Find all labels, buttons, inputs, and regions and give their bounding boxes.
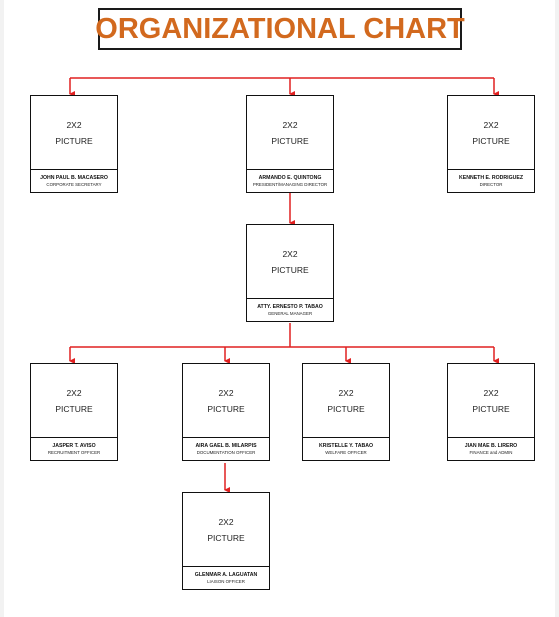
placeholder-label: PICTURE <box>207 404 245 414</box>
card-finance-admin: 2X2 PICTURE JIAN MAE B. LIRERO FINANCE a… <box>447 363 535 461</box>
person-role: FINANCE and ADMIN <box>469 449 513 455</box>
person-role: DIRECTOR <box>479 181 503 187</box>
chart-title-box: ORGANIZATIONAL CHART <box>95 8 465 50</box>
placeholder-label: PICTURE <box>472 136 510 146</box>
person-role: LIAISON OFFICER <box>207 578 245 584</box>
person-name: JOHN PAUL B. MACASERO <box>40 174 108 181</box>
placeholder-size: 2X2 <box>218 388 234 398</box>
placeholder-size: 2X2 <box>66 388 82 398</box>
person-name: KRISTELLE Y. TABAO <box>319 442 373 449</box>
picture-placeholder: 2X2 PICTURE <box>31 96 117 170</box>
placeholder-size: 2X2 <box>338 388 354 398</box>
name-box: AIRA GAEL B. MILARPIS DOCUMENTATION OFFI… <box>183 437 269 460</box>
name-box: JIAN MAE B. LIRERO FINANCE and ADMIN <box>448 437 534 460</box>
person-role: GENERAL MANAGER <box>267 310 313 316</box>
placeholder-label: PICTURE <box>271 265 309 275</box>
name-box: GLENMAR A. LAGUATAN LIAISON OFFICER <box>183 566 269 589</box>
picture-placeholder: 2X2 PICTURE <box>448 96 534 170</box>
chart-page: ORGANIZATIONAL CHART 2X2 PICTURE JOHN <box>4 0 555 617</box>
placeholder-label: PICTURE <box>55 404 93 414</box>
name-box: ATTY. ERNESTO P. TABAO GENERAL MANAGER <box>247 298 333 321</box>
person-role: DOCUMENTATION OFFICER <box>196 449 256 455</box>
name-box: KENNETH E. RODRIGUEZ DIRECTOR <box>448 169 534 192</box>
picture-placeholder: 2X2 PICTURE <box>303 364 389 438</box>
card-welfare-officer: 2X2 PICTURE KRISTELLE Y. TABAO WELFARE O… <box>302 363 390 461</box>
card-president: 2X2 PICTURE ARMANDO E. QUINTONG PRESIDEN… <box>246 95 334 193</box>
person-name: ARMANDO E. QUINTONG <box>258 174 322 181</box>
picture-placeholder: 2X2 PICTURE <box>183 493 269 567</box>
placeholder-size: 2X2 <box>282 120 298 130</box>
name-box: ARMANDO E. QUINTONG PRESIDENT/MANAGING D… <box>247 169 333 192</box>
placeholder-size: 2X2 <box>483 120 499 130</box>
person-role: PRESIDENT/MANAGING DIRECTOR <box>252 181 328 187</box>
placeholder-label: PICTURE <box>327 404 365 414</box>
placeholder-label: PICTURE <box>271 136 309 146</box>
card-documentation-officer: 2X2 PICTURE AIRA GAEL B. MILARPIS DOCUME… <box>182 363 270 461</box>
picture-placeholder: 2X2 PICTURE <box>247 225 333 299</box>
picture-placeholder: 2X2 PICTURE <box>31 364 117 438</box>
person-name: GLENMAR A. LAGUATAN <box>194 571 258 578</box>
name-box: JASPER T. AVISO RECRUITMENT OFFICER <box>31 437 117 460</box>
chart-title: ORGANIZATIONAL CHART <box>95 12 465 45</box>
person-role: RECRUITMENT OFFICER <box>47 449 101 455</box>
person-name: KENNETH E. RODRIGUEZ <box>459 174 523 181</box>
placeholder-size: 2X2 <box>218 517 234 527</box>
card-director: 2X2 PICTURE KENNETH E. RODRIGUEZ DIRECTO… <box>447 95 535 193</box>
card-liaison-officer: 2X2 PICTURE GLENMAR A. LAGUATAN LIAISON … <box>182 492 270 590</box>
placeholder-label: PICTURE <box>55 136 93 146</box>
person-name: JASPER T. AVISO <box>52 442 96 449</box>
picture-placeholder: 2X2 PICTURE <box>247 96 333 170</box>
person-role: WELFARE OFFICER <box>325 449 367 455</box>
connector-lines <box>69 77 499 493</box>
person-name: JIAN MAE B. LIRERO <box>464 442 518 449</box>
card-corporate-secretary: 2X2 PICTURE JOHN PAUL B. MACASERO CORPOR… <box>30 95 118 193</box>
person-name: ATTY. ERNESTO P. TABAO <box>257 303 323 310</box>
placeholder-label: PICTURE <box>472 404 510 414</box>
placeholder-size: 2X2 <box>282 249 298 259</box>
placeholder-size: 2X2 <box>483 388 499 398</box>
placeholder-label: PICTURE <box>207 533 245 543</box>
person-role: CORPORATE SECRETARY <box>46 181 102 187</box>
person-name: AIRA GAEL B. MILARPIS <box>195 442 257 449</box>
name-box: KRISTELLE Y. TABAO WELFARE OFFICER <box>303 437 389 460</box>
placeholder-size: 2X2 <box>66 120 82 130</box>
picture-placeholder: 2X2 PICTURE <box>183 364 269 438</box>
card-general-manager: 2X2 PICTURE ATTY. ERNESTO P. TABAO GENER… <box>246 224 334 322</box>
name-box: JOHN PAUL B. MACASERO CORPORATE SECRETAR… <box>31 169 117 192</box>
card-recruitment-officer: 2X2 PICTURE JASPER T. AVISO RECRUITMENT … <box>30 363 118 461</box>
picture-placeholder: 2X2 PICTURE <box>448 364 534 438</box>
